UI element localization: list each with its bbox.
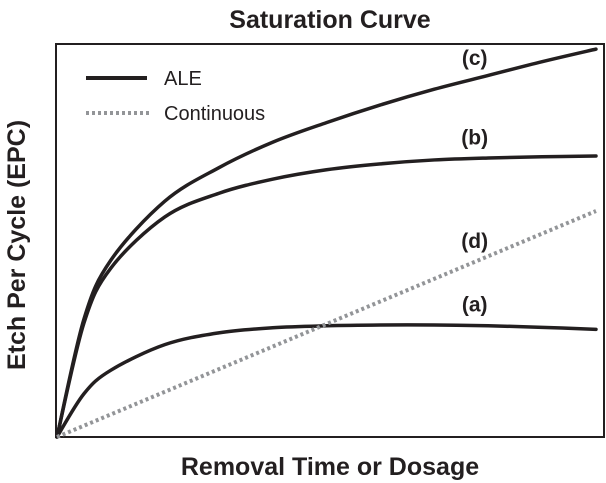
curve-label-a: (a) [462,294,488,317]
plot-area-frame [55,43,605,438]
curve-label-c: (c) [462,47,488,70]
x-axis-label: Removal Time or Dosage [181,453,479,481]
curve-label-b: (b) [461,127,488,150]
curve-label-d: (d) [461,230,488,253]
series-line-c [55,47,598,439]
series-layer [55,47,598,439]
y-axis-label: Etch Per Cycle (EPC) [3,120,31,370]
curve-label-layer: (a) (b) (c) (d) [461,47,488,317]
legend-ale-label: ALE [164,68,202,90]
legend-continuous-label: Continuous [164,103,265,125]
series-line-a [55,323,598,439]
chart-title: Saturation Curve [229,6,431,34]
series-line-d [56,209,597,439]
series-line-b [55,154,598,439]
legend: ALE Continuous [86,68,265,125]
